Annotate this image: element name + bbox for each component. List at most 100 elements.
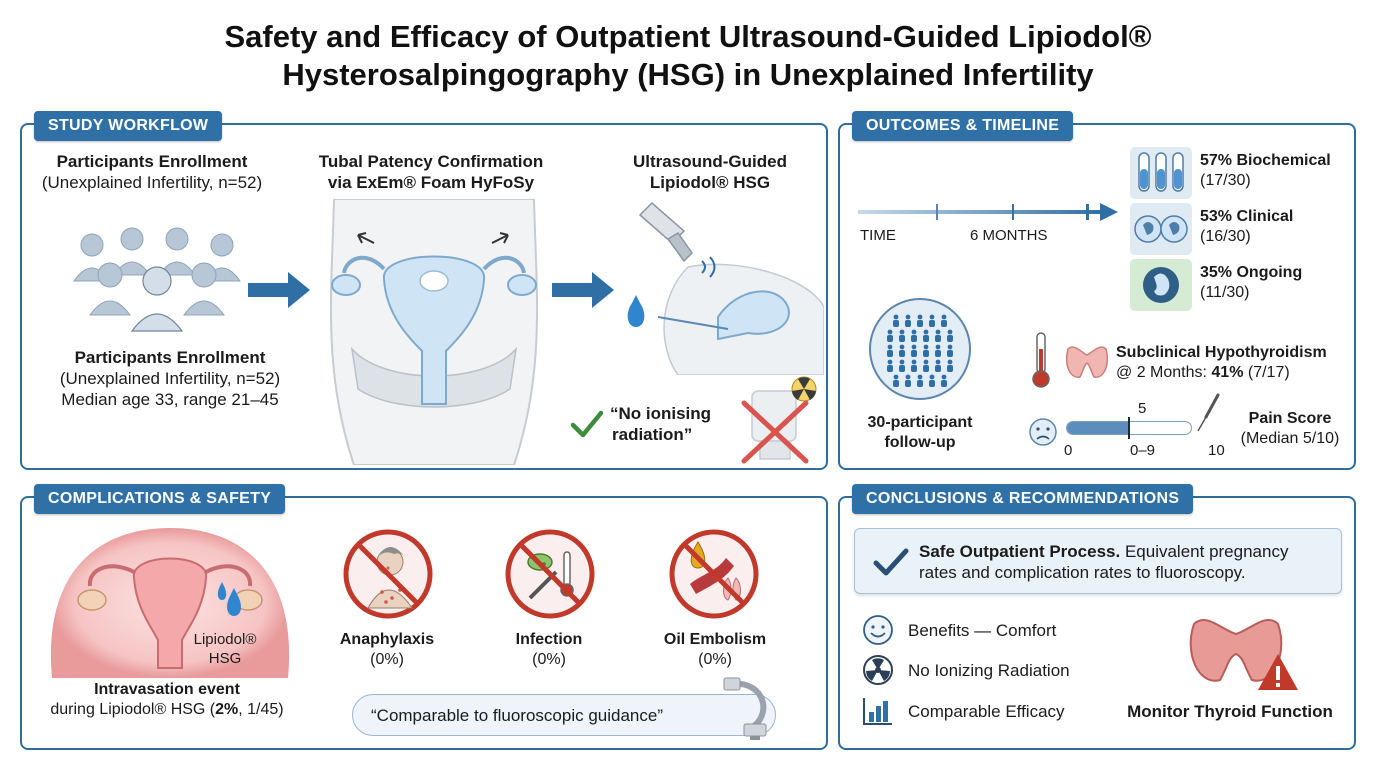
person-figure-body: [911, 335, 917, 342]
pain-range-label: 0–9: [1130, 442, 1156, 459]
pain-score-text: Pain Score (Median 5/10): [1228, 409, 1352, 449]
person-figure: [911, 329, 917, 335]
person-figure-body: [917, 320, 923, 327]
person-figure: [947, 329, 953, 335]
outcomes-heading: OUTCOMES & TIMELINE: [852, 111, 1074, 141]
c-arm-icon: [723, 677, 767, 740]
intravasation-detail: during Lipiodol® HSG (2%, 1/45): [50, 701, 284, 718]
check-icon: [570, 410, 604, 438]
oil-embolism-prohibited-icon: [669, 529, 759, 619]
followup-line-1: 30-participant: [867, 414, 973, 431]
person-figure-body: [905, 380, 911, 387]
complications-panel: COMPLICATIONS & SAFETY Lipiodol® HSG Int…: [20, 484, 828, 750]
tubal-patency-line-1: Tubal Patency Confirmation: [318, 152, 544, 171]
person-figure-body: [911, 365, 917, 372]
person-figure-body: [893, 380, 899, 387]
enrollment-header: Participants Enrollment (Unexplained Inf…: [22, 151, 282, 193]
ultrasound-hsg-line-2: Lipiodol® HSG: [649, 173, 771, 192]
person-figure: [893, 314, 899, 320]
check-icon: [873, 548, 909, 576]
comparable-quote: “Comparable to fluoroscopic guidance”: [371, 706, 663, 725]
person-figure-body: [923, 350, 929, 357]
person-figure: [899, 359, 905, 365]
fluoroscopy-crossed-icon: [741, 376, 817, 464]
hypothyroidism-line-1: Subclinical Hypothyroidism: [1116, 344, 1327, 361]
person-figure: [923, 329, 929, 335]
hsg-label-line-1: Lipiodol®: [193, 631, 257, 648]
person-figure-body: [941, 320, 947, 327]
clinical-rate: 53% Clinical: [1200, 208, 1294, 225]
person-figure: [941, 314, 947, 320]
infection-item: Infection (0%): [484, 630, 614, 670]
no-radiation-line-2: radiation”: [612, 425, 693, 444]
person-figure: [893, 374, 899, 380]
hsg-label: Lipiodol® HSG: [190, 630, 260, 668]
benefit-comfort: Benefits — Comfort: [908, 621, 1057, 640]
safe-outpatient-text: Safe Outpatient Process. Equivalent preg…: [919, 541, 1335, 583]
pain-score-title: Pain Score: [1248, 410, 1332, 427]
enrollment-detail: Participants Enrollment (Unexplained Inf…: [22, 347, 318, 410]
infection-value: (0%): [532, 651, 566, 668]
followup-line-2: follow-up: [884, 434, 956, 451]
person-figure: [917, 374, 923, 380]
hypothyroidism-line-2: @ 2 Months: 41% (7/17): [1116, 364, 1290, 381]
person-figure-body: [905, 320, 911, 327]
person-figure: [935, 329, 941, 335]
time-label: TIME: [860, 227, 896, 244]
safe-outpatient-box: Safe Outpatient Process. Equivalent preg…: [854, 528, 1342, 594]
safe-outpatient-line-2: rates and complication rates to fluorosc…: [919, 563, 1246, 582]
monitor-thyroid: Monitor Thyroid Function: [1127, 702, 1333, 721]
bar-chart-icon: [863, 698, 892, 725]
intravasation-uterus-illustration: [50, 528, 290, 678]
anaphylaxis-value: (0%): [370, 651, 404, 668]
title-line-1: Safety and Efficacy of Outpatient Ultras…: [224, 19, 1152, 54]
syringe-icon: [1197, 393, 1220, 432]
person-figure-body: [893, 320, 899, 327]
pain-scale-fill: [1067, 422, 1129, 434]
participants-circle-icon: [869, 298, 971, 400]
pain-median-label: 5: [1138, 400, 1147, 417]
person-figure-body: [935, 350, 941, 357]
person-figure-body: [929, 380, 935, 387]
person-figure: [911, 344, 917, 350]
comparable-quote-box: “Comparable to fluoroscopic guidance”: [352, 694, 776, 736]
person-figure-body: [935, 335, 941, 342]
person-figure: [929, 374, 935, 380]
person-figure: [923, 344, 929, 350]
ultrasound-hsg-header: Ultrasound-Guided Lipiodol® HSG: [602, 151, 818, 193]
person-figure: [947, 359, 953, 365]
pain-max-label: 10: [1208, 442, 1225, 459]
safe-outpatient-line-1: Safe Outpatient Process. Equivalent preg…: [919, 542, 1289, 561]
biochemical-rate: 57% Biochemical: [1200, 152, 1331, 169]
biochemical-fraction: (17/30): [1200, 172, 1251, 189]
person-figure: [911, 359, 917, 365]
benefit-no-radiation: No Ionizing Radiation: [908, 661, 1070, 680]
person-figure-body: [941, 380, 947, 387]
ultrasound-probe-illustration: [627, 201, 824, 375]
person-figure-body: [923, 335, 929, 342]
pain-score-sub: (Median 5/10): [1240, 430, 1340, 447]
benefit-efficacy: Comparable Efficacy: [908, 702, 1065, 721]
page-title: Safety and Efficacy of Outpatient Ultras…: [0, 18, 1376, 94]
conclusions-panel: CONCLUSIONS & RECOMMENDATIONS Safe Outpa…: [838, 484, 1356, 750]
no-radiation-line-1: “No ionising: [610, 404, 712, 423]
clinical-fraction: (16/30): [1200, 228, 1251, 245]
person-figure-body: [899, 350, 905, 357]
person-figure-body: [887, 335, 893, 342]
person-figure-body: [899, 335, 905, 342]
person-figure: [887, 359, 893, 365]
study-workflow-heading: STUDY WORKFLOW: [34, 111, 223, 141]
person-figure: [929, 314, 935, 320]
oil-embolism-label: Oil Embolism: [663, 631, 767, 648]
complications-heading: COMPLICATIONS & SAFETY: [34, 484, 286, 514]
intravasation-text: Intravasation event during Lipiodol® HSG…: [32, 680, 302, 720]
pain-median-marker: [1128, 417, 1130, 439]
fetus-icon: [1130, 259, 1192, 311]
enrollment-subtitle: (Unexplained Infertility, n=52): [41, 173, 263, 192]
followup-label: 30-participant follow-up: [852, 413, 988, 453]
tubal-patency-header: Tubal Patency Confirmation via ExEm® Foa…: [298, 151, 564, 193]
person-figure: [935, 344, 941, 350]
title-line-2: Hysterosalpingography (HSG) in Unexplain…: [282, 57, 1094, 92]
pain-min-label: 0: [1064, 442, 1073, 459]
outcome-clinical: 53% Clinical (16/30): [1130, 203, 1350, 255]
